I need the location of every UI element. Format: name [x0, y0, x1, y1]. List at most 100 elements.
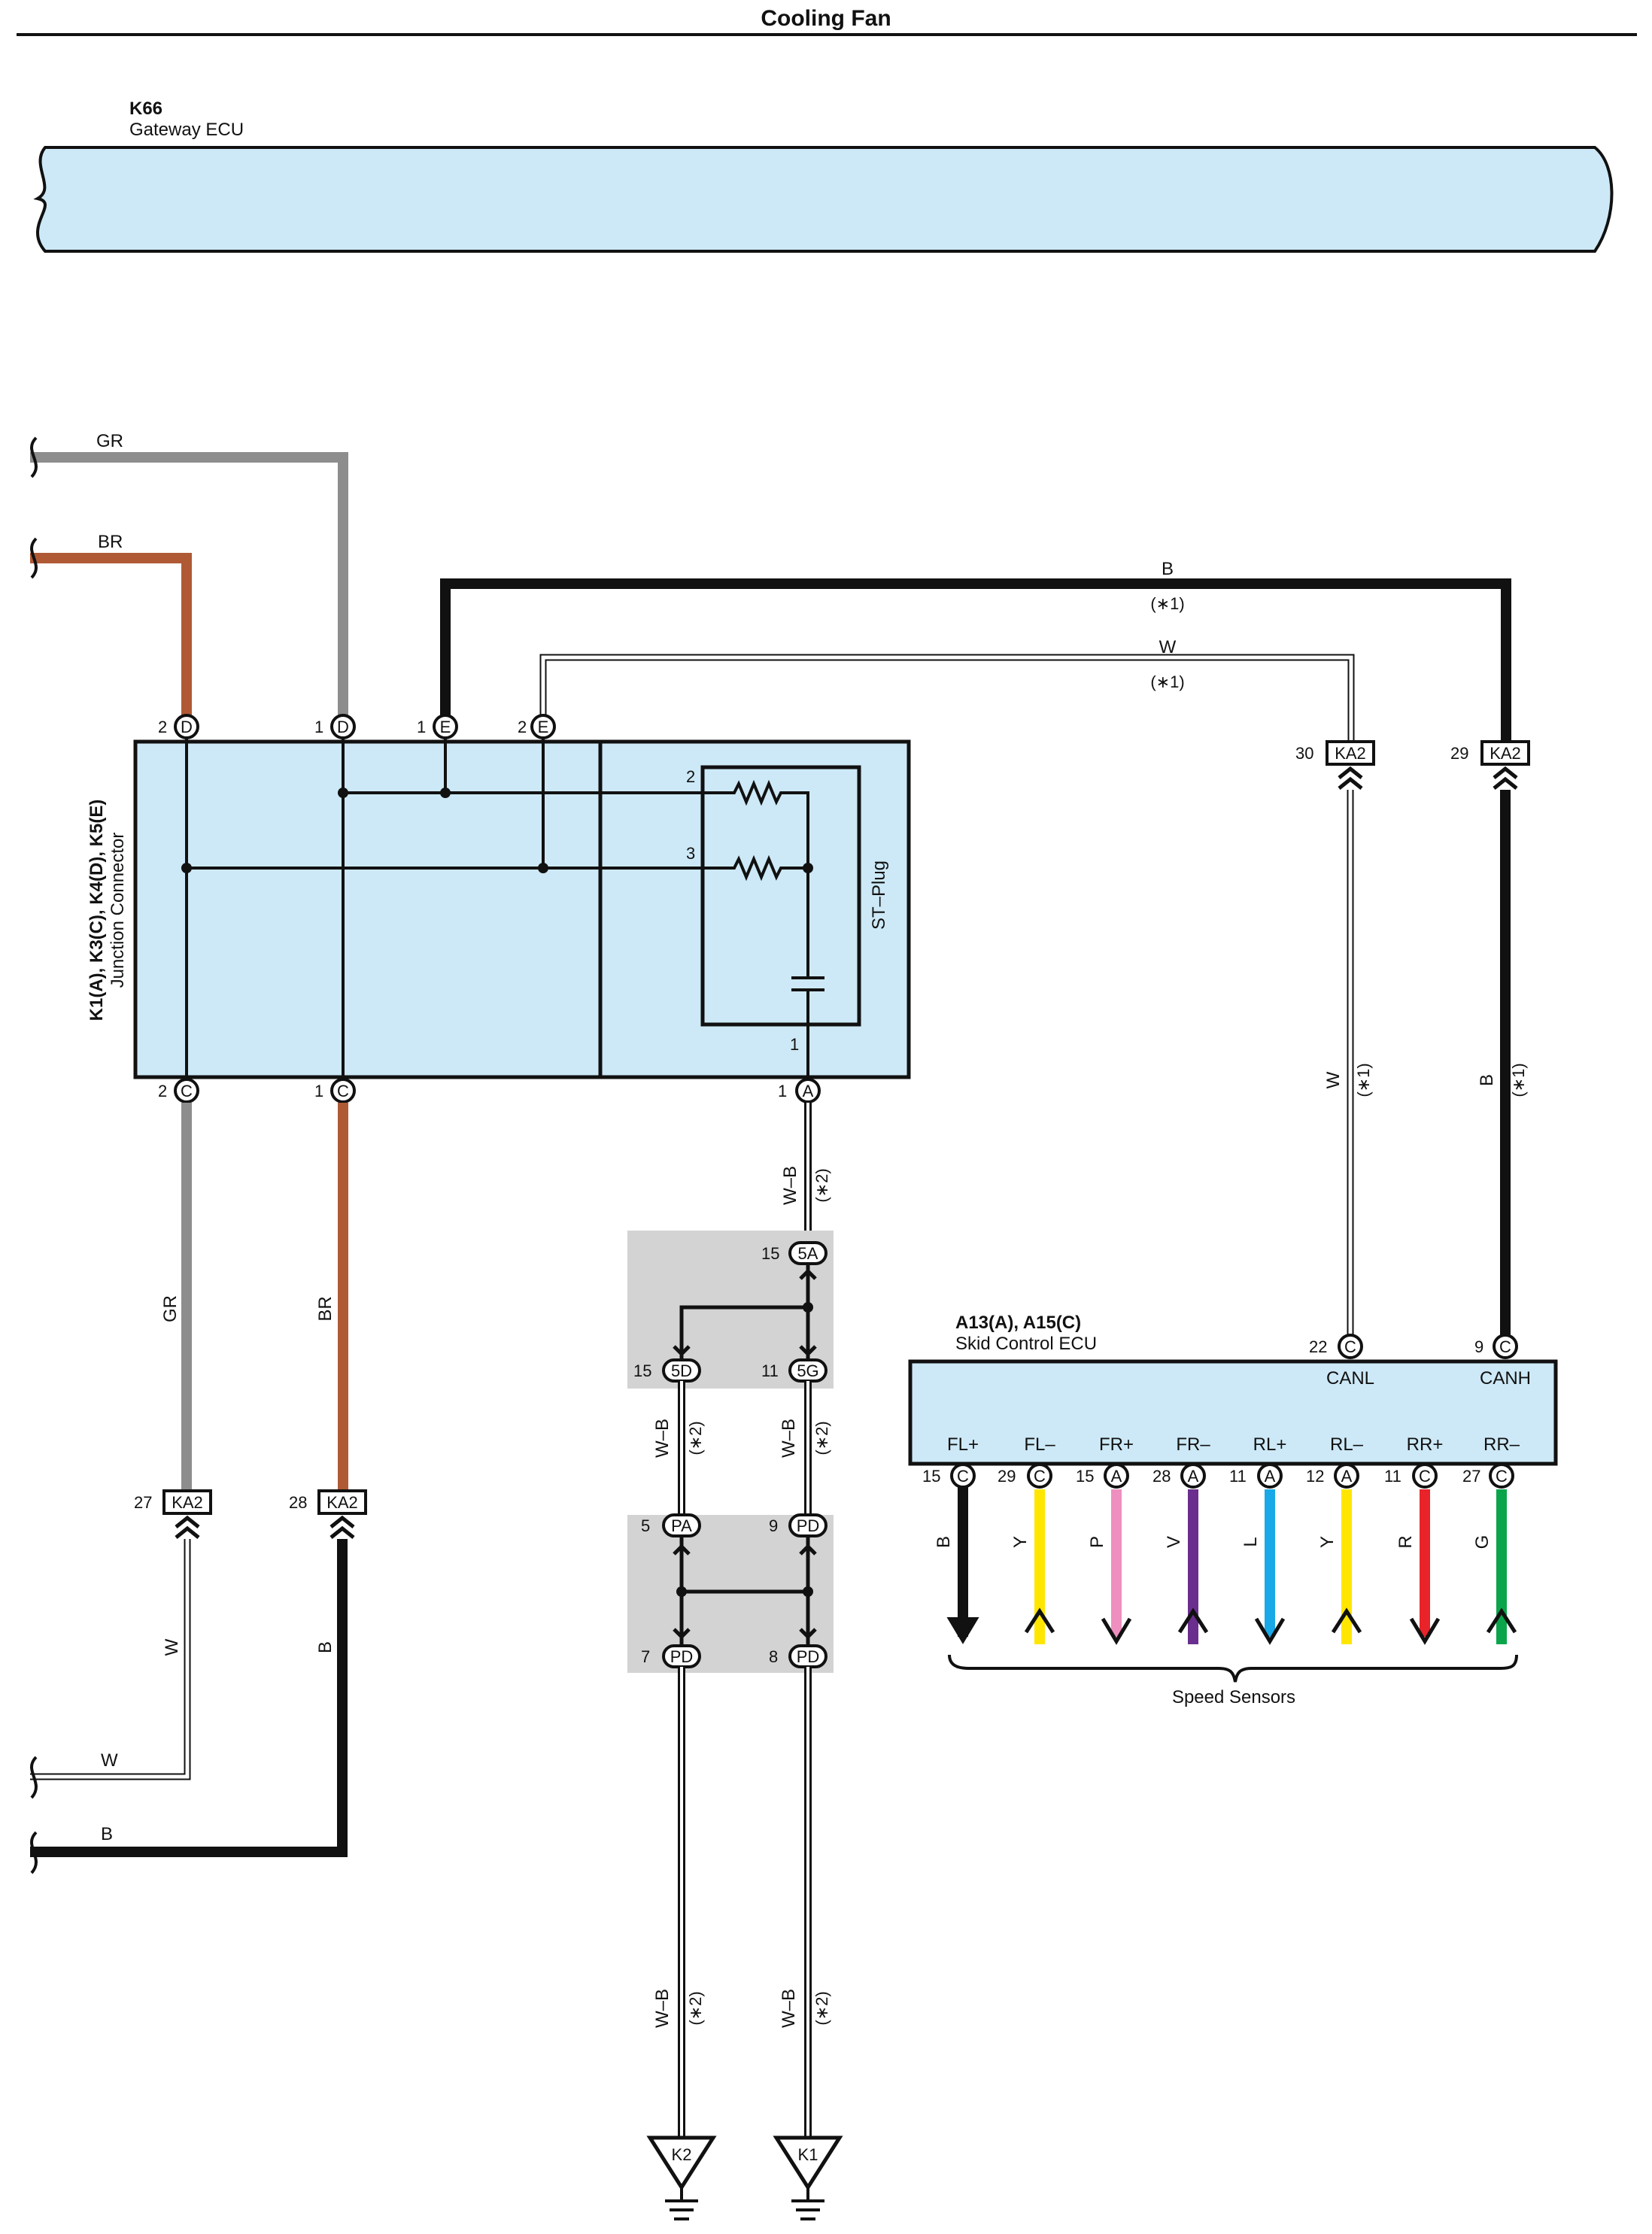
pin-c-2: C	[181, 1082, 193, 1100]
splice-pd-top: PD	[797, 1516, 820, 1535]
label-n1-canh: (∗1)	[1509, 1063, 1528, 1097]
ecu-rlm: RL–	[1330, 1434, 1364, 1455]
ka2-30: KA2 30	[1295, 740, 1375, 790]
ecu-flp: FL+	[947, 1434, 979, 1455]
splice-pd-right: PD	[797, 1647, 820, 1666]
pin-c-1: C	[337, 1082, 349, 1100]
splice-pa-num: 5	[641, 1516, 650, 1535]
ka2-29: KA2 29	[1450, 740, 1530, 790]
pin-e-2-num: 2	[518, 718, 527, 736]
wire-gr-bottom: GR	[160, 1103, 192, 1491]
splice-5a: 5A	[798, 1244, 818, 1263]
speed-sensor-wires: FL+ C 15 B FL– C 29 Y FR+ A 15 P FR– A 2…	[922, 1434, 1520, 1645]
label-wb-low-left: W–B	[652, 1989, 673, 2028]
wire-br-top: BR	[30, 532, 192, 727]
wire-gr-top: GR	[30, 431, 348, 727]
wire-b-canh: B (∗1)	[440, 559, 1511, 760]
wire-canh: B (∗1)	[1477, 790, 1528, 1336]
ecu-frm: FR–	[1176, 1434, 1210, 1455]
label-gr-top: GR	[96, 431, 123, 451]
ka2-27-label: KA2	[172, 1493, 203, 1512]
label-y-flm: Y	[1010, 1536, 1031, 1548]
wire-b-bottom: B B	[30, 1539, 348, 1874]
pin-rlp-num: 11	[1229, 1467, 1247, 1486]
pin-rrm-c: C	[1496, 1467, 1508, 1486]
st-pin-2: 2	[686, 767, 695, 786]
pin-flp-c: C	[957, 1467, 969, 1486]
pin-e-1: E	[440, 718, 451, 736]
label-b-bottom: B	[101, 1824, 113, 1844]
splice-pd-top-num: 9	[769, 1516, 778, 1535]
st-pin-1: 1	[790, 1035, 799, 1054]
label-w-top: W	[1159, 637, 1177, 657]
pin-flm-c: C	[1034, 1467, 1046, 1486]
label-note1-top: (∗1)	[1150, 594, 1184, 613]
ka2-29-label: KA2	[1490, 744, 1521, 763]
ka2-27: KA2 27	[134, 1489, 212, 1539]
wire-wb-upper: W–B (∗2)	[780, 1103, 831, 1243]
pin-d-1-num: 1	[314, 718, 323, 736]
pin-flm-num: 29	[998, 1467, 1016, 1486]
label-wb-low-right: W–B	[779, 1989, 799, 2028]
ground-k2-label: K2	[672, 2145, 692, 2164]
ecu-rrm: RR–	[1483, 1434, 1520, 1455]
pin-rrp-num: 11	[1384, 1467, 1401, 1486]
pin-a-1: A	[803, 1082, 814, 1100]
gateway-id: K66	[129, 99, 162, 119]
wire-br-bottom: BR	[315, 1103, 348, 1491]
pin-d-1: D	[337, 718, 349, 736]
pin-frp-num: 15	[1076, 1467, 1094, 1486]
gateway-name: Gateway ECU	[129, 120, 244, 140]
ecu-frp: FR+	[1099, 1434, 1134, 1455]
label-n2-low-right: (∗2)	[812, 1991, 831, 2025]
label-w-canl: W	[1323, 1071, 1344, 1088]
speed-sensors-label: Speed Sensors	[1172, 1687, 1295, 1707]
label-g-rrm: G	[1472, 1535, 1493, 1550]
pin-c-2-num: 2	[158, 1082, 167, 1100]
skid-ids: A13(A), A15(C)	[955, 1313, 1081, 1333]
ecu-rrp: RR+	[1407, 1434, 1444, 1455]
pin-rlp-a: A	[1265, 1467, 1276, 1486]
st-plug-label: ST–Plug	[869, 861, 889, 930]
splice-pd-left: PD	[670, 1647, 694, 1666]
label-n2-low-left: (∗2)	[686, 1991, 705, 2025]
junction-bottom-pins: C 2 C 1 A 1	[158, 1078, 821, 1103]
ka2-30-label: KA2	[1335, 744, 1366, 763]
splice-5g-num: 11	[761, 1361, 779, 1380]
splice-5g: 5G	[797, 1361, 818, 1380]
skid-control-ecu: A13(A), A15(C) Skid Control ECU C 22 C 9…	[908, 1313, 1558, 1466]
label-note1-w: (∗1)	[1150, 672, 1184, 691]
pin-frm-a: A	[1188, 1467, 1199, 1486]
ka2-28-num: 28	[289, 1493, 307, 1512]
pin-rrp-c: C	[1419, 1467, 1431, 1486]
splice-pd-right-num: 8	[769, 1647, 778, 1666]
junction-splice-lower: PA 5 PD 9 PD 7 PD 8	[627, 1513, 834, 1673]
junction-top-pins: D 2 D 1 E 1 E 2	[158, 714, 556, 739]
label-wb-mid-right: W–B	[779, 1419, 799, 1458]
skid-name: Skid Control ECU	[955, 1334, 1097, 1354]
gateway-ecu: K66 Gateway ECU	[33, 99, 1614, 253]
label-wb-upper: W–B	[780, 1166, 800, 1205]
pin-flp-num: 15	[922, 1467, 940, 1486]
label-b-vertical: B	[315, 1641, 336, 1653]
st-pin-3: 3	[686, 844, 695, 863]
pin-9-c: C	[1499, 1337, 1511, 1356]
label-n2-mid-right: (∗2)	[812, 1421, 831, 1455]
label-wb-mid-left: W–B	[652, 1419, 673, 1458]
pin-e-1-num: 1	[417, 718, 426, 736]
pin-rlm-a: A	[1341, 1467, 1353, 1486]
ecu-rlp: RL+	[1253, 1434, 1287, 1455]
ka2-27-num: 27	[134, 1493, 152, 1512]
wire-wb-lower: W–B (∗2) W–B (∗2)	[652, 1667, 831, 2138]
label-r-rrp: R	[1395, 1535, 1416, 1548]
label-p-frp: P	[1087, 1536, 1107, 1548]
ground-k1-label: K1	[798, 2145, 818, 2164]
label-b-flp: B	[934, 1536, 954, 1548]
label-w-bottom: W	[101, 1750, 118, 1771]
splice-5d: 5D	[671, 1361, 692, 1380]
pin-d-2: D	[181, 718, 193, 736]
label-b-canh: B	[1477, 1074, 1497, 1086]
label-l-rlp: L	[1241, 1537, 1261, 1546]
pin-frm-num: 28	[1152, 1467, 1171, 1486]
splice-5d-num: 15	[633, 1361, 651, 1380]
